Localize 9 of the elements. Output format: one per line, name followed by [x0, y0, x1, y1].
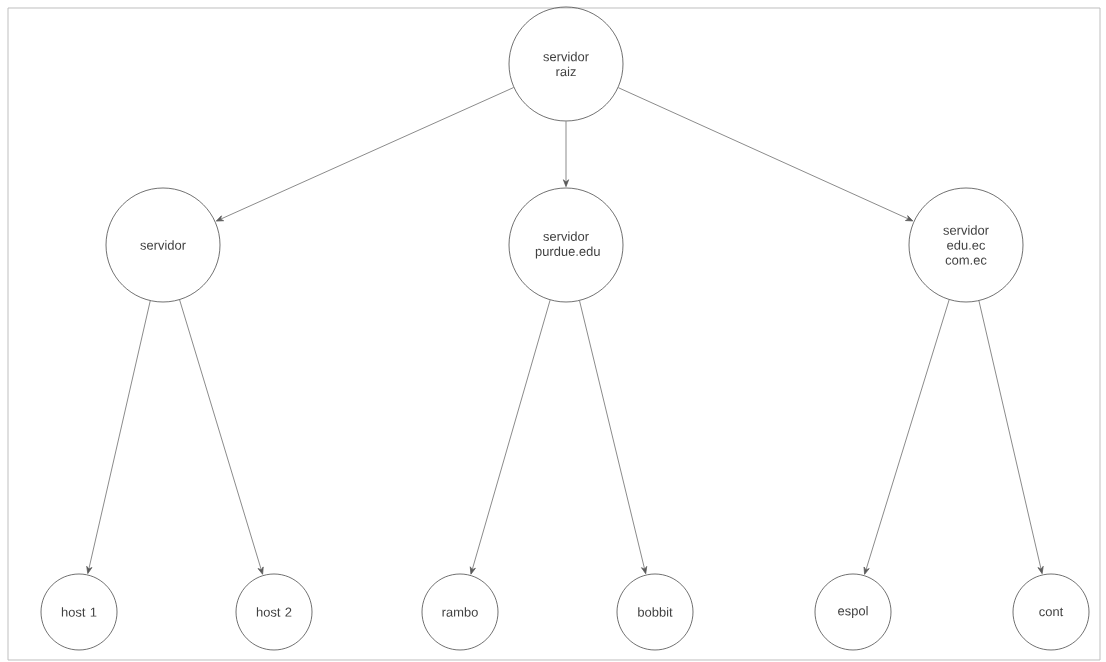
arrow: [179, 299, 264, 575]
arrow: [215, 87, 514, 222]
arrow: [617, 87, 914, 222]
arrow: [469, 299, 551, 575]
arrow: [562, 121, 570, 187]
arrow: [579, 300, 648, 575]
arrow: [86, 300, 151, 574]
arrow: [978, 300, 1044, 574]
arrow: [863, 299, 950, 575]
